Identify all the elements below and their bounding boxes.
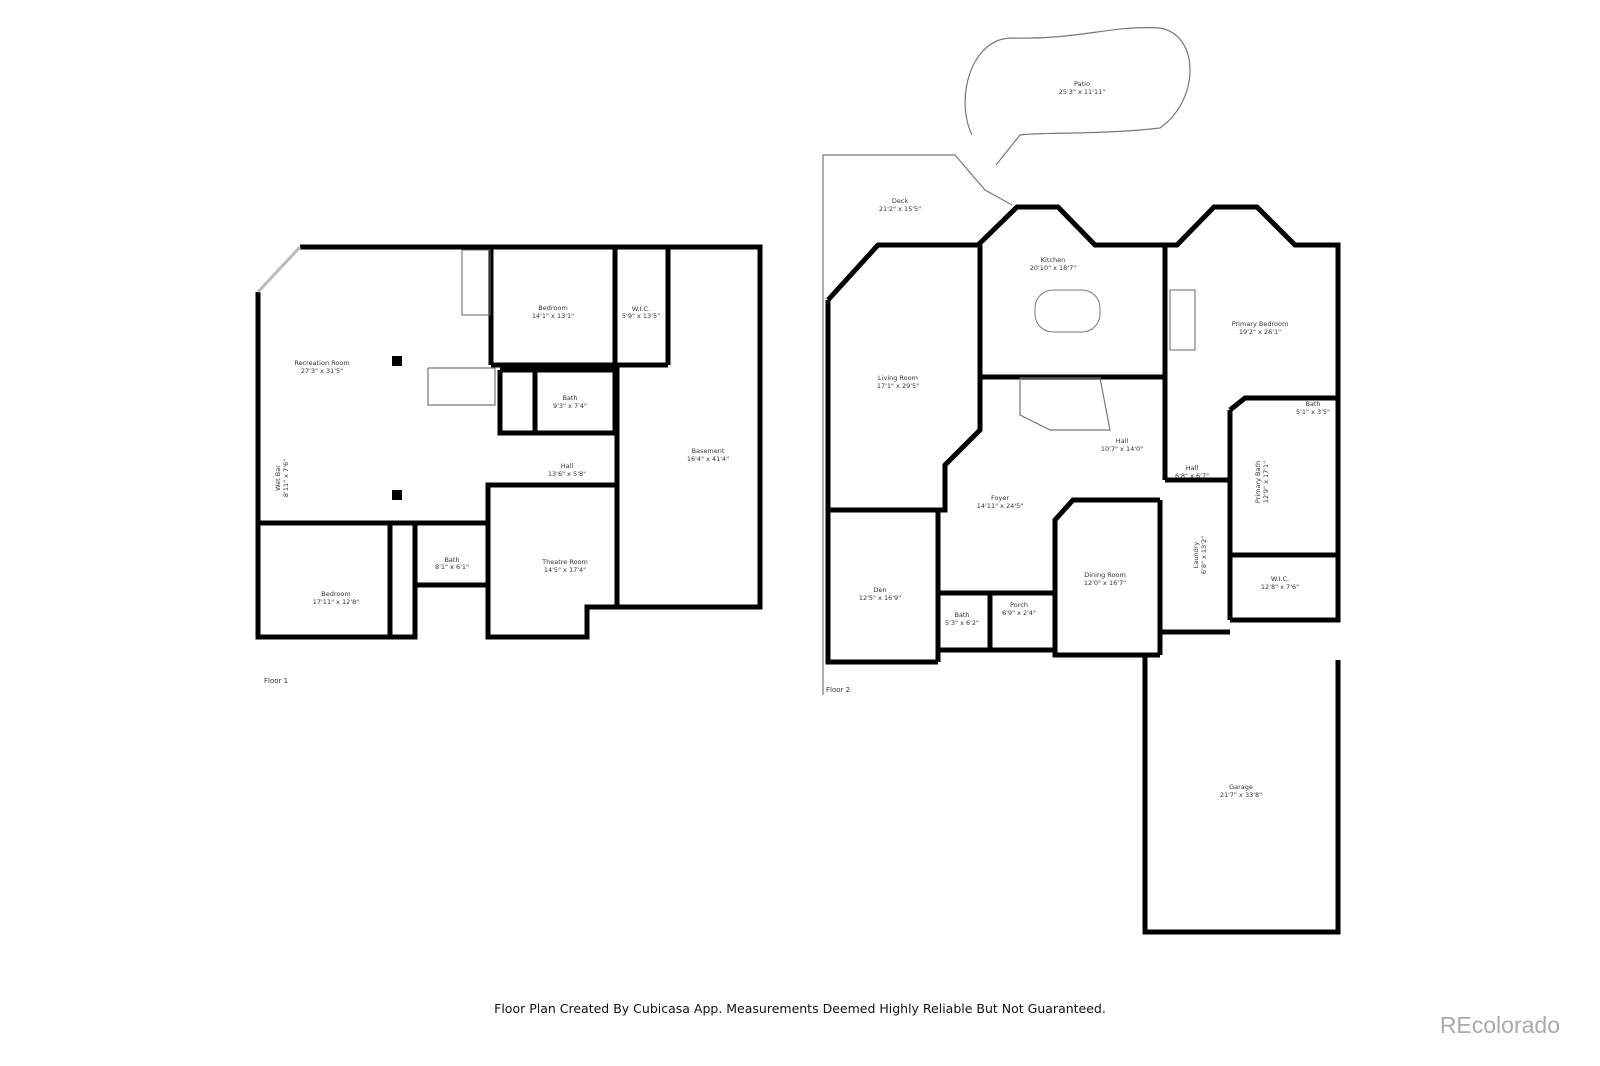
- room-name: W.I.C.: [632, 305, 650, 313]
- room-name: Dining Room: [1084, 571, 1126, 579]
- room-name: Recreation Room: [294, 359, 349, 367]
- room-name: Hall: [1186, 464, 1199, 472]
- room-name: Bath: [1305, 400, 1320, 408]
- room-size: 6'8" x 6'7": [1175, 472, 1209, 480]
- room-name: Bedroom: [321, 590, 350, 598]
- room-size: 14'1" x 13'1": [532, 312, 574, 320]
- floor2-walls: [822, 27, 1341, 935]
- room-size: 5'3" x 6'2": [945, 619, 979, 627]
- room-name: Patio: [1074, 80, 1090, 88]
- room-name: Primary Bedroom: [1232, 320, 1289, 328]
- room-size: 21'7" x 33'8": [1220, 791, 1262, 799]
- room-size: 12'8" x 7'6": [1261, 583, 1299, 591]
- room-size: 9'3" x 7'4": [553, 402, 587, 410]
- room-size: 12'5" x 16'9": [859, 594, 901, 602]
- room-size: 17'11" x 12'8": [313, 598, 359, 606]
- room-name: Living Room: [878, 374, 918, 382]
- room-size: 17'1" x 29'5": [877, 382, 919, 390]
- room-size: 8'11" x 7'6": [282, 459, 290, 497]
- room-name: Primary Bath: [1254, 461, 1262, 503]
- room-size: 14'5" x 17'4": [544, 566, 586, 574]
- room-size: 6'8" x 13'2": [1200, 536, 1208, 574]
- room-name: Bath: [444, 556, 459, 564]
- room-size: 12'0" x 16'7": [1084, 579, 1126, 587]
- room-size: 5'9" x 13'5": [622, 312, 660, 320]
- room-name: Basement: [692, 447, 725, 455]
- room-size: 14'11" x 24'5": [977, 502, 1023, 510]
- room-size: 6'9" x 2'4": [1002, 609, 1036, 617]
- room-size: 12'9" x 17'1": [1262, 461, 1270, 503]
- room-name: Bath: [954, 611, 969, 619]
- room-name: W.I.C.: [1271, 575, 1289, 583]
- room-name: Bath: [562, 394, 577, 402]
- room-size: 8'1" x 6'1": [435, 563, 469, 571]
- room-size: 20'10" x 18'7": [1030, 264, 1076, 272]
- room-name: Hall: [561, 462, 574, 470]
- floor-label: Floor 2: [826, 686, 850, 694]
- room-name: Deck: [892, 197, 909, 205]
- room-size: 16'4" x 41'4": [687, 455, 729, 463]
- room-name: Kitchen: [1041, 256, 1065, 264]
- patio-outline: [964, 27, 1191, 166]
- room-name: Porch: [1010, 601, 1028, 609]
- floor1-labels: Recreation Room 27'3" x 31'5" Bedroom 14…: [264, 304, 729, 685]
- room-name: Garage: [1229, 783, 1253, 791]
- room-size: 27'3" x 31'5": [301, 367, 343, 375]
- floor-label: Floor 1: [264, 677, 288, 685]
- disclaimer-footer: Floor Plan Created By Cubicasa App. Meas…: [494, 1001, 1106, 1016]
- room-size: 19'2" x 26'1": [1239, 328, 1281, 336]
- room-name: Theatre Room: [541, 558, 588, 566]
- room-size: 10'7" x 14'0": [1101, 445, 1143, 453]
- room-name: Foyer: [991, 494, 1009, 502]
- room-name: Bedroom: [538, 304, 567, 312]
- floor1-walls: [255, 244, 763, 640]
- room-name: Wet Bar: [274, 465, 282, 491]
- room-name: Den: [873, 586, 886, 594]
- room-size: 5'1" x 3'5": [1296, 408, 1330, 416]
- room-name: Hall: [1116, 437, 1129, 445]
- room-size: 13'6" x 5'8": [548, 470, 586, 478]
- floor2-labels: Patio 25'3" x 11'11" Deck 21'2" x 15'5" …: [826, 80, 1330, 799]
- room-size: 25'3" x 11'11": [1059, 88, 1105, 96]
- room-size: 21'2" x 15'5": [879, 205, 921, 213]
- room-name: Laundry: [1192, 542, 1200, 569]
- recolorado-logo: REcolorado: [1439, 1012, 1560, 1038]
